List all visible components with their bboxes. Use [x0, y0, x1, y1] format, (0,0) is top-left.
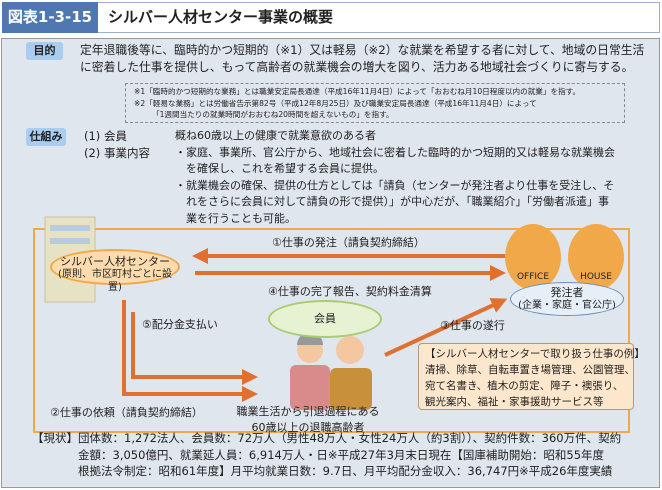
arrow-request — [122, 300, 258, 402]
step5-label: ⑤配分金支払い — [142, 318, 218, 331]
step2-label: ②仕事の依頼（請負契約締結） — [50, 406, 203, 419]
mechanism-items: (1) 会員 (2) 事業内容 — [84, 128, 150, 161]
bullet-line: 業を行うことも可能。 — [186, 211, 296, 225]
purpose-line: に密着した仕事を提供し、もって高齢者の就業機会の増大を図り、活力ある地域社会づく… — [80, 59, 634, 74]
status-line: 金額：3,050億円、就業延人員：6,914万人・日※平成27年3月末日現在【国… — [78, 447, 605, 462]
examples-line: 観光案内、福祉・家事援助サービス等 — [425, 396, 604, 408]
figure-number: 図表1-3-15 — [2, 2, 98, 33]
purpose-badge: 目的 — [26, 42, 63, 60]
client-name: 発注者 — [550, 286, 584, 299]
client-note: (企業・家庭・官公庁) — [518, 300, 616, 311]
arrow-perform — [384, 298, 508, 357]
notes-box: ※1「臨時的かつ短期的な業務」とは職業安定局長通達（平成16年11月4日）によっ… — [125, 83, 625, 123]
step4-label: ④仕事の完了報告、契約料金清算 — [268, 285, 432, 298]
item-business: (2) 事業内容 — [84, 145, 150, 160]
status-line: 根拠法令制定：昭和61年度】月平均就業日数：9.7日、月平均配分金収入：36,7… — [78, 464, 613, 478]
page-title: シルバー人材センター事業の概要 — [98, 2, 660, 33]
bullet-line: を確保し、これを希望する会員に提供。 — [186, 162, 384, 175]
purpose-text: 定年退職後等に、臨時的かつ短期的（※1）又は軽易（※2）な就業を希望する者に対し… — [80, 42, 644, 75]
examples-line: 宛て名書き、植木の剪定、障子・襖張り、 — [425, 380, 624, 392]
step1-label: ①仕事の発注（請負契約締結） — [272, 236, 425, 249]
member-desc-line: 60歳以上の退職高齢者 — [251, 421, 365, 434]
item-member: (1) 会員 — [84, 129, 127, 143]
status-line: 団体数：1,272法人、会員数：72万人（男性48万人・女性24万人（約3割））… — [78, 431, 622, 445]
office-node: OFFICE — [505, 224, 561, 290]
note-1: ※1「臨時的かつ短期的な業務」とは職業安定局長通達（平成16年11月4日）によっ… — [134, 87, 581, 96]
bullet-line: ・家庭、事業所、官公庁から、地域社会に密着した臨時的かつ短期的又は軽易な就業機会 — [175, 145, 615, 159]
purpose-line: 定年退職後等に、臨時的かつ短期的（※1）又は軽易（※2）な就業を希望する者に対し… — [80, 43, 645, 57]
center-note: (原則、市区町村ごとに設置) — [58, 269, 172, 293]
note-2-cont: 「1週間当たりの就業時間がおおむね20時間を超えないもの」を指す。 — [152, 110, 394, 119]
examples-line: 清掃、除草、自転車置き場管理、公園管理、 — [425, 364, 635, 376]
step3-label: ③仕事の遂行 — [440, 319, 505, 332]
bullet-line: れをさらに会員に対して請負の形で提供）」が中心だが、「職業紹介」「労働者派遣」事 — [186, 195, 609, 208]
center-name: シルバー人材センター — [60, 255, 170, 268]
diagram-frame — [33, 228, 630, 433]
silver-center-node: シルバー人材センター (原則、市区町村ごとに設置) — [50, 249, 180, 293]
job-examples-callout: 【シルバー人材センターで取り扱う仕事の例】 清掃、除草、自転車置き場管理、公園管… — [418, 343, 645, 410]
examples-title: 【シルバー人材センターで取り扱う仕事の例】 — [425, 348, 645, 360]
bullet-line: ・就業機会の確保、提供の仕方としては「請負（センターが発注者より仕事を受注し、そ — [175, 178, 615, 192]
status-label: 【現状】 — [32, 431, 78, 445]
status-section: 【現状】 団体数：1,272法人、会員数：72万人（男性48万人・女性24万人（… — [32, 430, 621, 480]
note-2: ※2「軽易な業務」とは労働省告示第82号（平成12年8月25日）及び職業安定局長… — [134, 98, 537, 108]
desc-member: 概ね60歳以上の健康で就業意欲のある者 — [175, 129, 376, 142]
arrow-payment — [131, 312, 258, 385]
client-node: 発注者 (企業・家庭・官公庁) — [510, 282, 624, 316]
member-node: 会員 — [268, 300, 382, 338]
seniors-illustration — [290, 332, 372, 410]
member-description: 職業生活から引退過程にある 60歳以上の退職高齢者 — [228, 404, 388, 436]
member-desc-line: 職業生活から引退過程にある — [236, 405, 380, 418]
mechanism-badge: 仕組み — [26, 128, 66, 146]
house-node: HOUSE — [568, 224, 624, 290]
mechanism-desc: 概ね60歳以上の健康で就業意欲のある者 ・家庭、事業所、官公庁から、地域社会に密… — [175, 128, 615, 227]
